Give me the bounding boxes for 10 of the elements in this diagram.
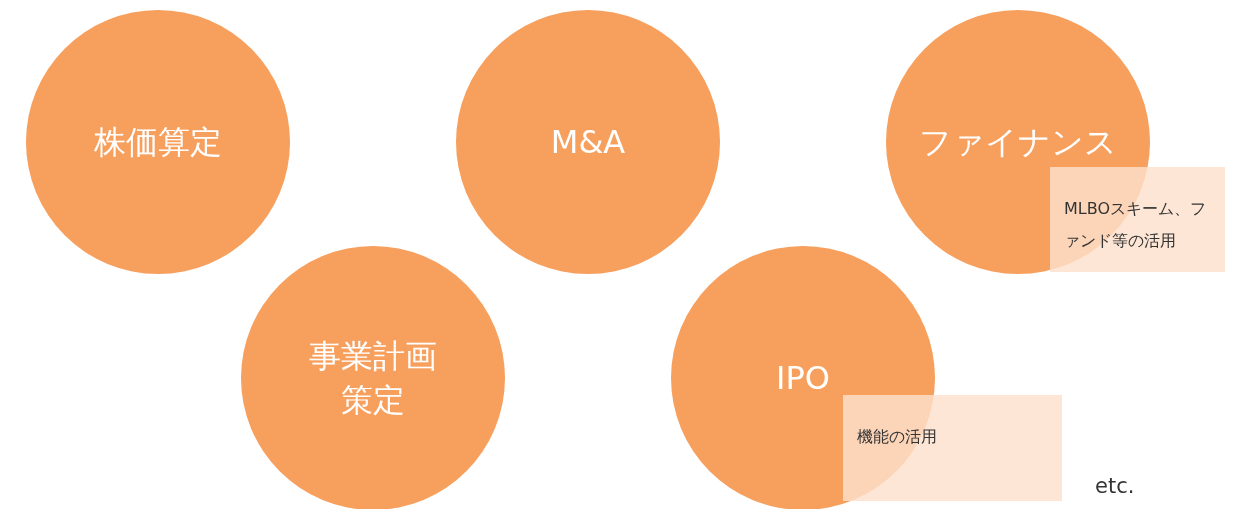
note-text: MLBOスキーム、ファンド等の活用 — [1064, 198, 1207, 252]
topic-label: 事業計画策定 — [308, 336, 438, 421]
note-text: 機能の活用 — [857, 426, 938, 448]
topic-label: M&A — [550, 122, 626, 163]
topic-label: ファイナンス — [919, 122, 1117, 163]
topic-label: IPO — [776, 358, 830, 399]
topic-label: 株価算定 — [94, 122, 222, 163]
note-text: etc. — [1095, 474, 1135, 498]
note-box — [843, 395, 1062, 501]
note-box — [1050, 167, 1225, 272]
